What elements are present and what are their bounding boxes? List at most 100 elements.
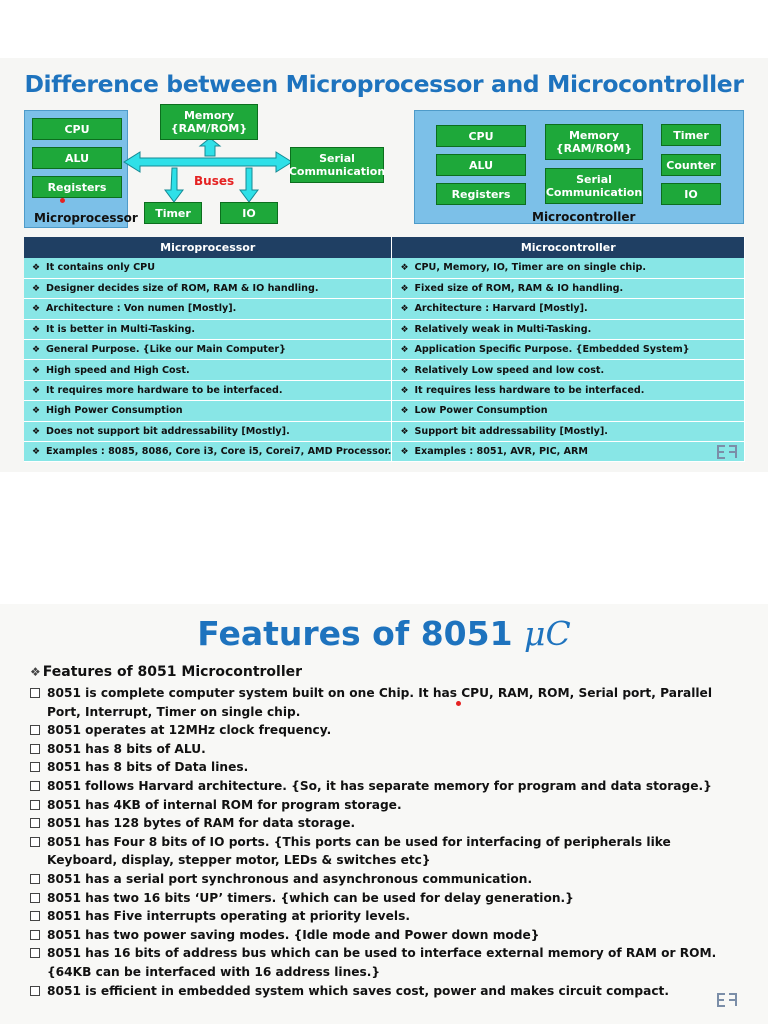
cell-text: Architecture : Harvard [Mostly]. (414, 303, 588, 315)
cell-text: Architecture : Von numen [Mostly]. (46, 303, 237, 315)
table-row: ❖Examples : 8085, 8086, Core i3, Core i5… (24, 441, 745, 463)
cell-text: General Purpose. {Like our Main Computer… (46, 344, 286, 356)
mp-memory-box: Memory{RAM/ROM} (160, 104, 258, 140)
microcontroller-cell: ❖ Relatively Low speed and low cost. (391, 359, 745, 381)
bullet-icon: ❖ (400, 365, 409, 376)
mc-cpu-box: CPU (436, 125, 526, 147)
feature-item: 8051 operates at 12MHz clock frequency. (30, 721, 742, 740)
mp-panel-label: Microprocessor (34, 211, 138, 225)
cell-text: High Power Consumption (46, 405, 183, 417)
feature-text: 8051 has Four 8 bits of IO ports. {This … (47, 834, 671, 868)
cell-text: Does not support bit addressability [Mos… (46, 425, 290, 437)
microprocessor-cell: ❖It is better in Multi-Tasking. (24, 319, 393, 341)
bullet-icon: ❖ (32, 406, 41, 417)
feature-text: 8051 has two power saving modes. {Idle m… (47, 927, 540, 942)
mp-timer-box: Timer (144, 202, 202, 224)
feature-text: 8051 has 8 bits of Data lines. (47, 760, 249, 775)
mp-registers-box: Registers (32, 176, 122, 198)
cell-text: Relatively weak in Multi-Tasking. (414, 323, 592, 335)
mp-cpu-box: CPU (32, 118, 122, 140)
feature-text: 8051 has a serial port synchronous and a… (47, 871, 533, 886)
microprocessor-cell: ❖Does not support bit addressability [Mo… (24, 421, 393, 443)
feature-item: 8051 has 16 bits of address bus which ca… (30, 944, 742, 981)
microcontroller-cell: ❖Architecture : Harvard [Mostly]. (391, 298, 745, 320)
checkbox-icon (30, 929, 40, 940)
cell-text: Low Power Consumption (414, 405, 548, 417)
feature-text: 8051 operates at 12MHz clock frequency. (47, 723, 332, 738)
table-row: ❖It requires more hardware to be interfa… (24, 380, 745, 402)
table-header-row: Microprocessor Microcontroller (24, 237, 745, 258)
feature-text: 8051 has Five interrupts operating at pr… (47, 909, 410, 924)
microcontroller-cell: ❖ Application Specific Purpose. {Embedded… (391, 339, 745, 361)
cell-text: It is better in Multi-Tasking. (46, 323, 196, 335)
mp-io-box: IO (220, 202, 278, 224)
bullet-icon: ❖ (32, 345, 41, 356)
feature-item: 8051 has two 16 bits ‘UP’ timers. {which… (30, 889, 742, 908)
feature-text: 8051 has 8 bits of ALU. (47, 741, 206, 756)
feature-item: 8051 has 8 bits of ALU. (30, 740, 742, 759)
slide-title: Difference between Microprocessor and Mi… (24, 70, 744, 98)
mc-counter-box: Counter (661, 154, 721, 176)
feature-item: 8051 has Five interrupts operating at pr… (30, 907, 742, 926)
table-row: ❖High speed and High Cost.❖Relatively Lo… (24, 359, 745, 381)
features-subheading: ❖Features of 8051 Microcontroller (30, 664, 303, 680)
cell-text: Relatively Low speed and low cost. (414, 364, 605, 376)
cell-text: It requires less hardware to be interfac… (414, 385, 645, 397)
bullet-icon: ❖ (32, 386, 41, 397)
bullet-icon: ❖ (400, 345, 409, 356)
microprocessor-cell: ❖ High Power Consumption (24, 400, 393, 422)
bullet-icon: ❖ (400, 324, 409, 335)
bullet-icon: ❖ (400, 263, 409, 274)
microprocessor-cell: ❖Examples : 8085, 8086, Core i3, Core i5… (24, 441, 393, 463)
bullet-icon: ❖ (32, 284, 41, 295)
checkbox-icon (30, 836, 40, 847)
bullet-icon: ❖ (32, 304, 41, 315)
checkbox-icon (30, 725, 40, 736)
feature-text: 8051 has 4KB of internal ROM for program… (47, 797, 402, 812)
cell-text: Application Specific Purpose. {Embedded … (414, 344, 690, 356)
feature-item: 8051 has two power saving modes. {Idle m… (30, 926, 742, 945)
microcontroller-cell: ❖ Support bit addressability [Mostly]. (391, 421, 745, 443)
table-row: ❖ Architecture : Von numen [Mostly]. ❖Arch… (24, 298, 745, 320)
mc-alu-box: ALU (436, 154, 526, 176)
checkbox-icon (30, 743, 40, 754)
mc-registers-box: Registers (436, 183, 526, 205)
table-row: ❖Designer decides size of ROM, RAM & IO … (24, 278, 745, 300)
microprocessor-cell: ❖ General Purpose. {Like our Main Compute… (24, 339, 393, 361)
microcontroller-cell: ❖ Low Power Consumption (391, 400, 745, 422)
comparison-table: Microprocessor Microcontroller ❖It conta… (24, 237, 745, 463)
bullet-icon: ❖ (400, 426, 409, 437)
pointer-dot (60, 198, 65, 203)
features-list: 8051 is complete computer system built o… (30, 684, 742, 1000)
microcontroller-cell: ❖Examples : 8051, AVR, PIC, ARM (391, 441, 745, 463)
checkbox-icon (30, 762, 40, 773)
feature-item: 8051 is efficient in embedded system whi… (30, 982, 742, 1001)
bullet-icon: ❖ (32, 365, 41, 376)
bus-arrows (123, 137, 293, 203)
header-microprocessor: Microprocessor (24, 237, 393, 258)
pointer-dot (456, 701, 461, 706)
table-row: ❖ General Purpose. {Like our Main Compute… (24, 339, 745, 361)
feature-text: 8051 is complete computer system built o… (47, 686, 712, 719)
comparison-table-body: ❖It contains only CPU❖CPU, Memory, IO, T… (24, 258, 745, 463)
feature-item: 8051 is complete computer system built o… (30, 684, 742, 721)
microprocessor-cell: ❖Designer decides size of ROM, RAM & IO … (24, 278, 393, 300)
cell-text: Support bit addressability [Mostly]. (414, 425, 608, 437)
checkbox-icon (30, 780, 40, 791)
cell-text: Fixed size of ROM, RAM & IO handling. (414, 283, 624, 295)
feature-item: 8051 has Four 8 bits of IO ports. {This … (30, 833, 742, 870)
checkbox-icon (30, 688, 40, 698)
microprocessor-cell: ❖ Architecture : Von numen [Mostly]. (24, 298, 393, 320)
mp-alu-box: ALU (32, 147, 122, 169)
bullet-icon: ❖ (400, 406, 409, 417)
mc-timer-box: Timer (661, 124, 721, 146)
feature-text: 8051 has 128 bytes of RAM for data stora… (47, 816, 356, 831)
mc-memory-box: Memory{RAM/ROM} (545, 124, 643, 160)
microcontroller-cell: ❖ Relatively weak in Multi-Tasking. (391, 319, 745, 341)
logo-icon (716, 992, 738, 1008)
feature-text: 8051 is efficient in embedded system whi… (47, 983, 670, 998)
logo-icon (716, 444, 738, 460)
checkbox-icon (30, 892, 40, 903)
feature-text: 8051 has two 16 bits ‘UP’ timers. {which… (47, 890, 574, 905)
